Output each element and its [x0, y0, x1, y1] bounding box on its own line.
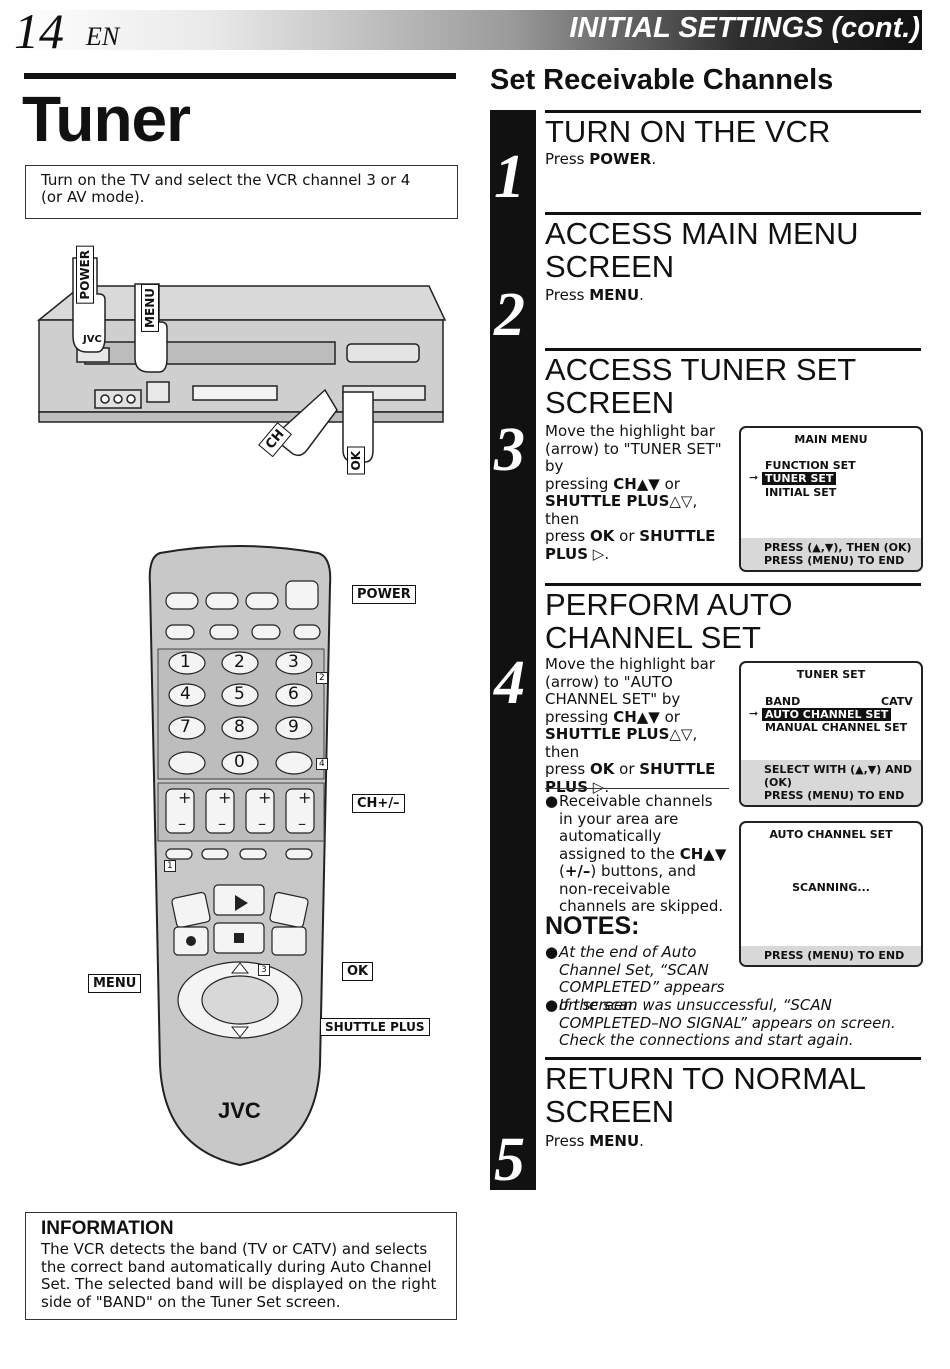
svg-text:–: –: [178, 814, 186, 833]
step-2-heading: ACCESS MAIN MENU SCREEN: [545, 216, 859, 284]
svg-text:+: +: [178, 788, 191, 807]
tuner-set-item-auto: AUTO CHANNEL SET: [762, 708, 892, 721]
step-1-heading: TURN ON THE VCR: [545, 114, 831, 149]
remote-key-5: 5: [234, 684, 245, 704]
page-title: Tuner: [22, 83, 191, 155]
information-text: The VCR detects the band (TV or CATV) an…: [41, 1240, 437, 1311]
auto-channel-title: AUTO CHANNEL SET: [769, 828, 893, 841]
remote-key-6: 6: [288, 684, 299, 704]
step-4-number: 4: [494, 649, 525, 717]
remote-power-callout: POWER: [352, 585, 416, 604]
svg-text:–: –: [258, 814, 266, 833]
remote-key-1: 1: [180, 652, 191, 672]
remote-marker-4: 4: [316, 758, 328, 770]
remote-key-9: 9: [288, 717, 299, 737]
step-2-number: 2: [494, 281, 525, 349]
vcr-brand-logo: JVC: [83, 334, 102, 345]
step-5-rule: [545, 1057, 921, 1060]
main-menu-item-tuner-set: TUNER SET: [762, 472, 837, 485]
svg-text:+: +: [258, 788, 271, 807]
step-5-text: Press MENU.: [545, 1132, 644, 1150]
section-heading: Set Receivable Channels: [490, 64, 834, 96]
auto-channel-status: SCANNING...: [792, 881, 870, 894]
step-3-number: 3: [494, 416, 525, 484]
tuner-set-item-manual: MANUAL CHANNEL SET: [765, 721, 908, 734]
step-4-text: Move the highlight bar (arrow) to "AUTO …: [545, 655, 716, 796]
note-2: ● If the scan was unsuccessful, “SCAN CO…: [545, 996, 896, 1049]
step-4-rule: [545, 583, 921, 586]
information-box: [25, 1212, 457, 1320]
tuner-set-band-label: BAND: [765, 695, 801, 708]
vcr-power-label: POWER: [76, 246, 94, 304]
step-3-heading: ACCESS TUNER SET SCREEN: [545, 352, 856, 420]
remote-key-8: 8: [234, 717, 245, 737]
step-3-rule: [545, 348, 921, 351]
arrow-icon: ➞: [749, 707, 759, 720]
auto-channel-screen: AUTO CHANNEL SET SCANNING... PRESS (MENU…: [739, 821, 923, 967]
svg-text:+: +: [298, 788, 311, 807]
main-menu-title: MAIN MENU: [794, 433, 868, 446]
remote-key-0: 0: [234, 752, 245, 772]
remote-key-4: 4: [180, 684, 191, 704]
intro-box: Turn on the TV and select the VCR channe…: [25, 165, 458, 219]
remote-illustration: + + + + – – – –: [148, 545, 332, 1167]
main-menu-footer: PRESS (▲,▼), THEN (OK) PRESS (MENU) TO E…: [741, 538, 921, 570]
step-5-number: 5: [494, 1126, 525, 1194]
page-language: EN: [86, 22, 120, 51]
remote-marker-3: 3: [258, 964, 270, 976]
step-1-rule: [545, 110, 921, 113]
main-menu-screen: MAIN MENU FUNCTION SET ➞ TUNER SET INITI…: [739, 426, 923, 572]
header-bar: [12, 10, 922, 50]
main-menu-item-initial-set: INITIAL SET: [765, 486, 837, 499]
remote-shuttle-callout: SHUTTLE PLUS: [320, 1018, 430, 1036]
remote-brand-logo: JVC: [218, 1098, 261, 1123]
svg-text:+: +: [218, 788, 231, 807]
remote-menu-callout: MENU: [88, 974, 142, 993]
step-4-bullet: ● Receivable channels in your area are a…: [545, 792, 727, 915]
step-4-separator: [545, 788, 729, 789]
svg-text:–: –: [218, 814, 226, 833]
page-number: 14: [14, 3, 64, 59]
step-3-text: Move the highlight bar (arrow) to "TUNER…: [545, 422, 722, 563]
information-title: INFORMATION: [41, 1218, 174, 1239]
step-2-text: Press MENU.: [545, 286, 644, 304]
remote-ch-callout: CH+/–: [352, 794, 405, 813]
step-bar: [490, 110, 536, 1190]
step-1-text: Press POWER.: [545, 150, 657, 168]
auto-channel-footer: PRESS (MENU) TO END: [741, 946, 921, 965]
tuner-set-footer: SELECT WITH (▲,▼) AND (OK) PRESS (MENU) …: [741, 760, 921, 805]
remote-key-3: 3: [288, 652, 299, 672]
intro-text: Turn on the TV and select the VCR channe…: [41, 171, 411, 206]
tuner-set-screen: TUNER SET BAND CATV ➞ AUTO CHANNEL SET M…: [739, 661, 923, 807]
step-1-number: 1: [494, 143, 525, 211]
svg-text:–: –: [298, 814, 306, 833]
vcr-menu-label: MENU: [141, 284, 159, 332]
remote-marker-2: 2: [316, 672, 328, 684]
remote-ok-callout: OK: [342, 962, 374, 981]
step-4-heading: PERFORM AUTO CHANNEL SET: [545, 587, 793, 655]
arrow-icon: ➞: [749, 471, 759, 484]
tuner-set-title: TUNER SET: [796, 668, 866, 681]
step-2-rule: [545, 212, 921, 215]
vcr-ok-label: OK: [347, 447, 365, 475]
remote-marker-1: 1: [164, 860, 176, 872]
main-menu-item-function-set: FUNCTION SET: [765, 459, 856, 472]
remote-key-7: 7: [180, 717, 191, 737]
step-5-heading: RETURN TO NORMAL SCREEN: [545, 1061, 865, 1129]
tuner-set-band-value: CATV: [881, 695, 913, 708]
section-title: INITIAL SETTINGS (cont.): [569, 12, 920, 44]
remote-key-2: 2: [234, 652, 245, 672]
note-1: ● At the end of Auto Channel Set, “SCAN …: [545, 943, 725, 1014]
title-rule: [24, 73, 456, 79]
notes-title: NOTES:: [545, 912, 640, 940]
